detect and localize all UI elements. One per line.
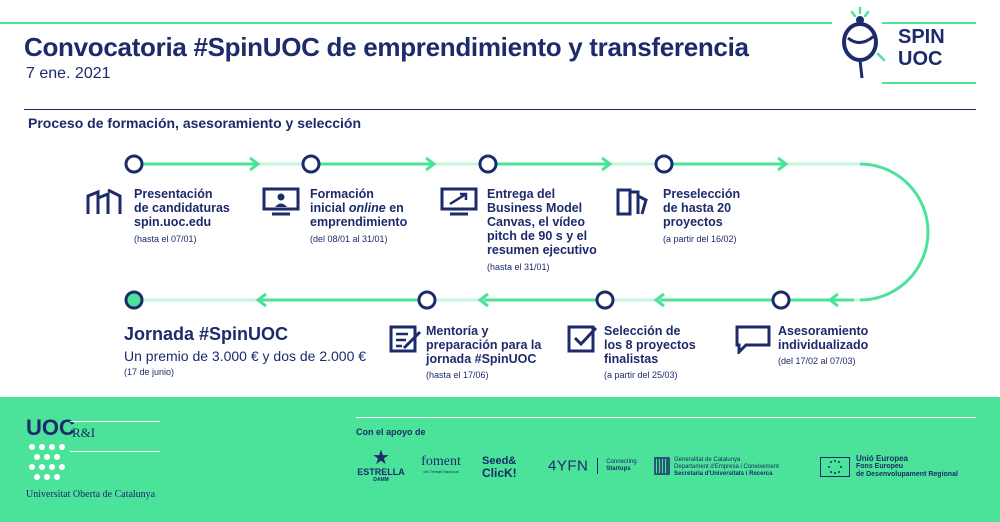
spin-uoc-wordmark: SPIN UOC xyxy=(898,26,945,70)
buildings-icon xyxy=(86,188,122,214)
step-label: Preselección de hasta 20 proyectos xyxy=(663,187,741,229)
uoc-full-name: Universitat Oberta de Catalunya xyxy=(26,489,156,500)
foment-logo: foment del Treball Nacional xyxy=(421,454,461,475)
jornada-title: Jornada #SpinUOC xyxy=(124,324,289,344)
4yfn-logo: 4YFN Connecting Startups xyxy=(548,457,637,475)
jornada-prizes: Un premio de 3.000 € y dos de 2.000 € xyxy=(124,348,367,364)
header-top-line-right xyxy=(882,22,976,24)
page-title: Convocatoria #SpinUOC de emprendimiento … xyxy=(24,32,749,62)
step-date-note: (hasta el 31/01) xyxy=(487,262,550,272)
page-date: 7 ene. 2021 xyxy=(26,65,111,82)
uoc-logo-icon: UOC xyxy=(26,415,75,480)
section-subtitle: Proceso de formación, asesoramiento y se… xyxy=(28,115,362,131)
header-separator xyxy=(24,109,976,110)
spin-uoc-logo: SPIN UOC xyxy=(838,4,978,94)
seed-click-logo: Seed& ClicK! xyxy=(482,455,517,480)
speech-bubble-icon xyxy=(735,325,771,354)
checklist-icon xyxy=(389,325,422,353)
uoc-divider-top xyxy=(70,421,160,422)
svg-text:UOC: UOC xyxy=(26,415,75,440)
step-date-note: (hasta el 07/01) xyxy=(134,234,197,244)
support-divider xyxy=(356,417,976,418)
estrella-damm-logo: ★ ESTRELLA DAMM xyxy=(357,447,405,483)
header-top-line xyxy=(0,22,832,24)
monitor-user-icon xyxy=(262,187,300,216)
step-label: Formación inicial online en emprendimien… xyxy=(310,187,408,229)
support-label: Con el apoyo de xyxy=(356,427,426,437)
senyera-icon xyxy=(654,457,670,475)
step-date-note: (a partir del 16/02) xyxy=(663,234,737,244)
jornada-date-note: (17 de junio) xyxy=(124,367,175,377)
eu-flag-icon xyxy=(820,457,850,477)
monitor-chart-icon xyxy=(440,187,478,216)
uoc-divider-bottom xyxy=(70,451,160,452)
logo-underline xyxy=(882,82,976,84)
step-label: Entrega del Business Model Canvas, el ví… xyxy=(487,187,597,257)
uoc-ri-label: R&I xyxy=(72,425,96,440)
folders-icon xyxy=(616,188,648,216)
checkbox-icon xyxy=(567,325,598,353)
step-date-note: (del 08/01 al 31/01) xyxy=(310,234,388,244)
step-date-note: (a partir del 25/03) xyxy=(604,370,678,380)
step-date-note: (del 17/02 al 07/03) xyxy=(778,356,856,366)
step-label: Asesoramiento individualizado xyxy=(778,324,869,352)
timeline-track xyxy=(124,154,930,310)
step-label: Presentación de candidaturas spin.uoc.ed… xyxy=(134,187,230,229)
step-label: Mentoría y preparación para la jornada #… xyxy=(426,324,542,366)
star-icon: ★ xyxy=(372,447,390,469)
step-date-note: (hasta el 17/06) xyxy=(426,370,489,380)
step-label: Selección de los 8 proyectos finalistas xyxy=(604,324,696,366)
spinning-top-icon xyxy=(842,6,886,79)
footer: UOC R&I Universitat Oberta de Catalunya … xyxy=(0,397,1000,522)
